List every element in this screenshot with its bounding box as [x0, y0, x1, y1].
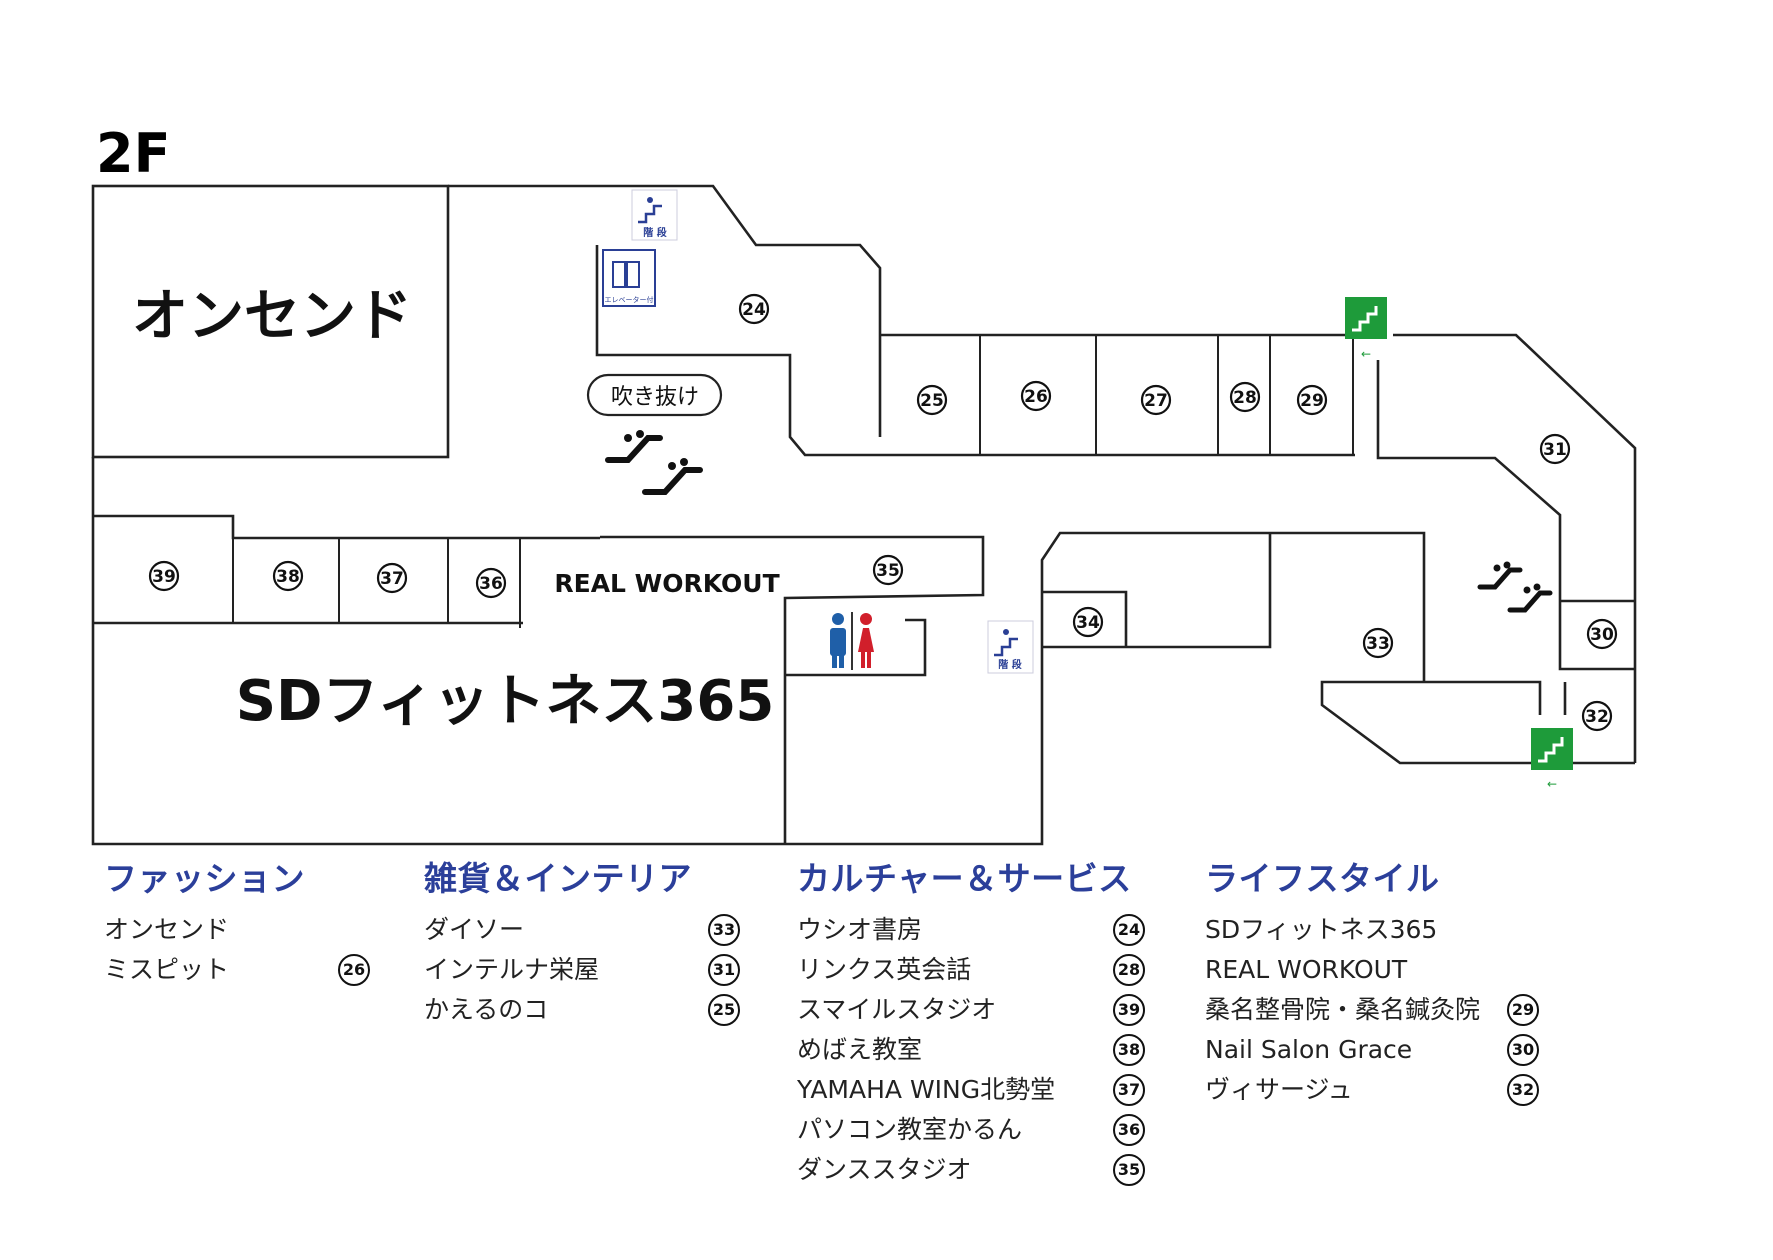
unit-number-badge: 36	[1113, 1114, 1145, 1146]
unit-30[interactable]: 30	[1586, 618, 1618, 650]
svg-text:←: ←	[1361, 347, 1371, 361]
unit-26[interactable]: 26	[1020, 380, 1052, 412]
unit-number-label: 29	[1300, 391, 1324, 411]
unit-number-label: 27	[1144, 391, 1168, 411]
unit-27[interactable]: 27	[1140, 384, 1172, 416]
unit-number-label: 37	[380, 569, 404, 589]
unit-39[interactable]: 39	[148, 560, 180, 592]
unit-number-badge: 29	[1507, 994, 1539, 1026]
unit-number-label: 34	[1076, 613, 1100, 633]
elevator-icon: エレベーター付	[602, 249, 656, 307]
floor-label: 2F	[96, 122, 170, 185]
unit-number-badge: 25	[708, 994, 740, 1026]
unit-38[interactable]: 38	[272, 560, 304, 592]
atrium-text: 吹き抜け	[611, 385, 699, 410]
floor-walls	[91, 184, 1637, 846]
store-sdfitness-label: SDフィットネス365	[236, 669, 775, 734]
unit-24[interactable]: 24	[738, 293, 770, 325]
unit-number-badge: 28	[1113, 954, 1145, 986]
unit-number-label: 31	[1543, 440, 1567, 460]
unit-number-label: 26	[1024, 387, 1048, 407]
legend-item[interactable]: オンセンド	[104, 915, 230, 944]
legend-category-title: 雑貨＆インテリア	[424, 859, 692, 898]
atrium-label: 吹き抜け	[586, 373, 723, 417]
stairs-label-south: 階 段	[998, 658, 1021, 671]
legend-item[interactable]: REAL WORKOUT	[1205, 955, 1408, 984]
unit-dividers	[232, 335, 1354, 628]
store-realworkout-label[interactable]: REAL WORKOUT	[554, 569, 779, 598]
unit-34[interactable]: 34	[1072, 606, 1104, 638]
legend-category-title: カルチャー＆サービス	[797, 859, 1132, 898]
unit-36[interactable]: 36	[475, 567, 507, 599]
unit-number-badge: 32	[1507, 1074, 1539, 1106]
svg-text:←: ←	[1547, 777, 1557, 791]
stairs-icon-south: 階 段	[987, 620, 1034, 674]
unit-33[interactable]: 33	[1362, 627, 1394, 659]
restroom-icon	[830, 612, 874, 670]
unit-number-badge: 39	[1113, 994, 1145, 1026]
emergency-exit-icon: ←	[1345, 297, 1387, 361]
unit-number-label: 30	[1590, 625, 1614, 645]
stairs-icon: 階 段	[631, 189, 678, 241]
unit-25[interactable]: 25	[916, 384, 948, 416]
unit-number-badge: 38	[1113, 1034, 1145, 1066]
unit-number-badge: 24	[1113, 914, 1145, 946]
unit-number-label: 24	[742, 300, 766, 320]
unit-number-badge: 35	[1113, 1154, 1145, 1186]
unit-37[interactable]: 37	[376, 562, 408, 594]
unit-number-badge: 37	[1113, 1074, 1145, 1106]
escalator-icon	[605, 430, 703, 495]
unit-number-label: 36	[479, 574, 503, 594]
unit-number-label: 32	[1585, 707, 1609, 727]
unit-28[interactable]: 28	[1229, 381, 1261, 413]
unit-32[interactable]: 32	[1581, 700, 1613, 732]
store-onsend-label: オンセンド	[132, 284, 412, 349]
unit-number-label: 39	[152, 567, 176, 587]
unit-number-badge: 30	[1507, 1034, 1539, 1066]
unit-number-badge: 33	[708, 914, 740, 946]
stairs-label: 階 段	[643, 226, 666, 239]
emergency-exit-icon-south: ←	[1531, 728, 1573, 791]
unit-numbers: 24 25 26 27 28 29 30 31 32 33 34 35 36 37 38 39	[148, 293, 1618, 732]
unit-29[interactable]: 29	[1296, 384, 1328, 416]
escalator-icon-east	[1477, 561, 1553, 613]
unit-number-badge: 31	[708, 954, 740, 986]
store-onsend[interactable]: オンセンド	[91, 184, 450, 459]
elevator-label: エレベーター付	[605, 295, 654, 304]
legend-lifestyle: ライフスタイル SDフィットネス365 REAL WORKOUT 桑名整骨院・桑…	[1205, 852, 1545, 1110]
unit-number-label: 38	[276, 567, 300, 587]
unit-number-label: 28	[1233, 388, 1257, 408]
unit-number-badge: 26	[338, 954, 370, 986]
unit-number-label: 33	[1366, 634, 1390, 654]
store-sdfitness[interactable]: SDフィットネス365	[236, 669, 775, 734]
unit-number-label: 25	[920, 391, 944, 411]
unit-35[interactable]: 35	[872, 554, 904, 586]
unit-31[interactable]: 31	[1539, 433, 1571, 465]
legend-category-title: ファッション	[104, 859, 305, 898]
legend-category-title: ライフスタイル	[1205, 859, 1440, 898]
legend-item[interactable]: SDフィットネス365	[1205, 915, 1438, 944]
unit-number-label: 35	[876, 561, 900, 581]
